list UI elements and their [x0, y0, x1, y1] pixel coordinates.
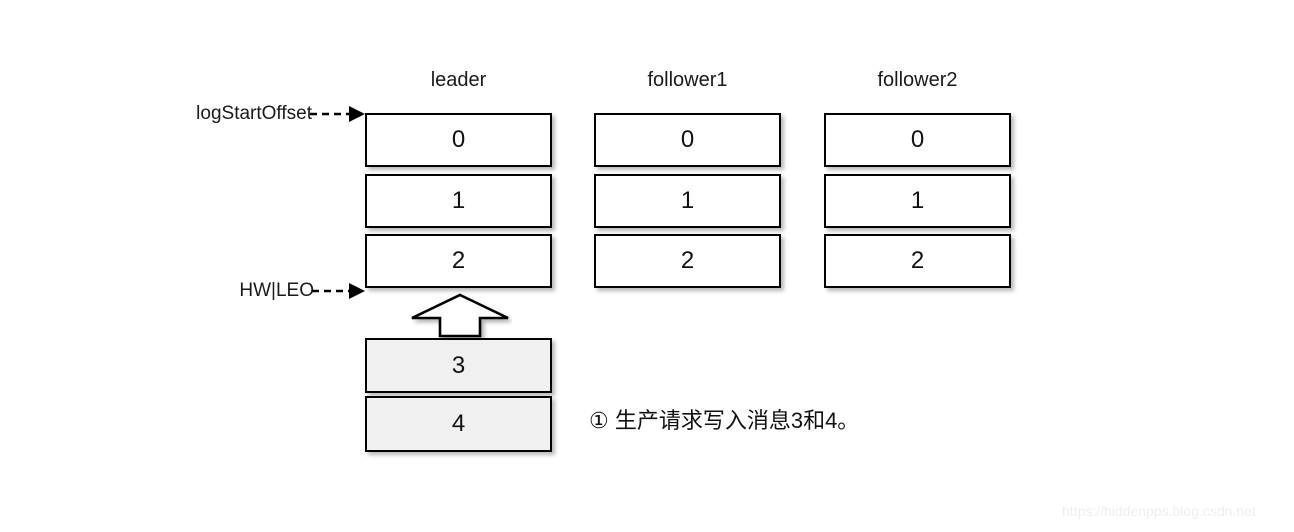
pointer-label-logstartoffset: logStartOffset — [196, 103, 312, 124]
column-header-follower2: follower2 — [877, 69, 958, 91]
leader-offset-box-2: 2 — [365, 234, 552, 288]
column-header-follower1: follower1 — [647, 69, 728, 91]
pending-offset-box-3: 3 — [365, 338, 552, 393]
follower1-offset-box-2: 2 — [594, 234, 781, 288]
step-caption: ① 生产请求写入消息3和4。 — [589, 408, 860, 433]
pending-offset-box-4: 4 — [365, 396, 552, 452]
follower1-offset-box-1: 1 — [594, 174, 781, 228]
pointer-label-hw-leo: HW|LEO — [239, 280, 314, 301]
column-header-leader: leader — [430, 69, 487, 91]
pointer-arrow-hw-leo — [312, 283, 365, 299]
arrow-up-icon — [411, 293, 509, 338]
pointer-arrow-logstartoffset — [310, 106, 365, 122]
leader-offset-box-0: 0 — [365, 113, 552, 167]
follower2-offset-box-2: 2 — [824, 234, 1011, 288]
leader-offset-box-1: 1 — [365, 174, 552, 228]
watermark: https://hiddenpps.blog.csdn.net — [1062, 503, 1256, 519]
follower2-offset-box-0: 0 — [824, 113, 1011, 167]
follower2-offset-box-1: 1 — [824, 174, 1011, 228]
follower1-offset-box-0: 0 — [594, 113, 781, 167]
